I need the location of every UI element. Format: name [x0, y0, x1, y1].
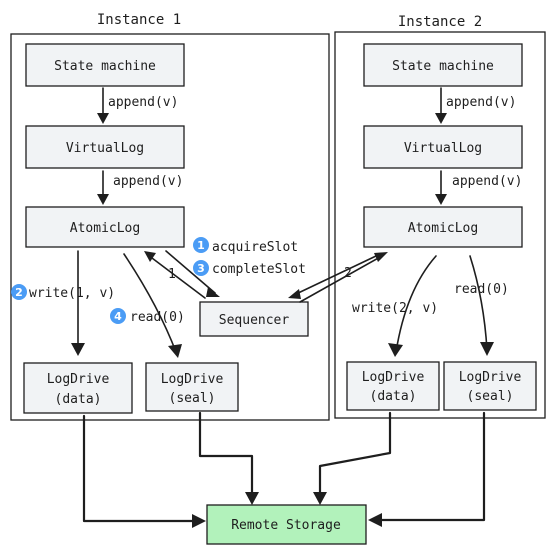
sequencer-box	[199, 301, 309, 337]
instance-2-logdrive-seal-box	[443, 361, 537, 411]
step-1-badge-number: 1	[197, 239, 205, 252]
instance-1-seal-to-storage-arrowhead	[245, 492, 259, 505]
complete-slot-arrowhead-2	[374, 252, 388, 262]
step-1-badge	[193, 237, 209, 253]
instance-2-append-label-1: append(v)	[446, 95, 516, 110]
step-3-badge	[193, 260, 209, 276]
instance-1-write-label: write(1, v)	[29, 286, 115, 301]
instance-1-logdrive-data-box	[23, 362, 133, 414]
instance-2-read-arrow	[469, 255, 488, 351]
step-3-badge-number: 3	[197, 262, 205, 275]
instance-2-append-arrowhead-2	[435, 194, 447, 205]
acquire-slot-label: acquireSlot	[212, 240, 298, 255]
instance-2-data-to-storage	[318, 411, 392, 496]
instance-1-read-arrow	[123, 253, 177, 353]
instance-1-seal-to-storage	[198, 411, 254, 496]
instance-1-read-arrowhead	[168, 344, 182, 358]
complete-slot-arrowhead-1	[144, 251, 156, 262]
instance-2-logdrive-data-box	[346, 361, 440, 411]
acquire-slot-arrowhead-1	[206, 287, 220, 297]
instance-1-logdrive-data-label-1: LogDrive	[47, 372, 110, 387]
instance-1-read-label: read(0)	[130, 310, 185, 325]
instance-1-logdrive-data-label-2: (data)	[55, 392, 102, 407]
instance-2-seal-to-storage-arrowhead	[368, 513, 382, 527]
instance-2-virtual-log-box	[363, 125, 523, 169]
acquire-slot-arrow-2	[293, 255, 377, 296]
instance-1-logdrive-seal-label-2: (seal)	[169, 391, 216, 406]
instance-2-state-machine-label: State machine	[392, 59, 494, 74]
sequencer-edge-1-label: 1	[168, 267, 176, 282]
instance-1-atomic-log-label: AtomicLog	[70, 221, 140, 236]
instance-1-state-machine-label: State machine	[54, 59, 156, 74]
instance-1-append-arrowhead-2	[97, 194, 109, 205]
instance-2-state-machine-box	[363, 43, 523, 87]
instance-2-append-arrowhead-1	[435, 113, 447, 124]
instance-2-write-arrow	[395, 255, 437, 353]
step-2-badge-number: 2	[15, 286, 23, 299]
sequencer-edge-2-label: 2	[344, 266, 352, 281]
instance-1-logdrive-seal-label-1: LogDrive	[161, 372, 224, 387]
instance-1-frame	[10, 33, 330, 421]
instance-1-data-to-storage-arrowhead	[192, 514, 206, 528]
complete-slot-arrow-2	[299, 255, 383, 303]
instance-1-append-label-1: append(v)	[108, 95, 178, 110]
instance-2-logdrive-data-label-1: LogDrive	[362, 370, 425, 385]
instance-2-read-label: read(0)	[454, 282, 509, 297]
instance-1-state-machine-box	[25, 43, 185, 87]
instance-2-data-to-storage-arrowhead	[313, 492, 327, 505]
instance-1-virtual-log-box	[25, 125, 185, 169]
step-4-badge-number: 4	[114, 310, 122, 323]
instance-2-title: Instance 2	[398, 14, 482, 30]
instance-2-logdrive-seal-label-1: LogDrive	[459, 370, 522, 385]
instance-2-frame	[334, 31, 546, 419]
instance-1-write-arrowhead	[71, 343, 85, 356]
instance-1-append-arrowhead-1	[97, 113, 109, 124]
acquire-slot-arrow-1	[165, 250, 216, 294]
remote-storage-label: Remote Storage	[231, 518, 341, 533]
instance-2-write-label: write(2, v)	[352, 301, 438, 316]
complete-slot-label: completeSlot	[212, 262, 306, 277]
instance-2-write-arrowhead	[388, 343, 403, 357]
sequencer-label: Sequencer	[219, 313, 290, 328]
instance-2-seal-to-storage	[378, 411, 486, 522]
acquire-slot-arrowhead-2	[288, 289, 301, 299]
complete-slot-arrow-1	[147, 254, 206, 299]
instance-2-logdrive-seal-label-2: (seal)	[467, 389, 514, 404]
remote-storage-box	[206, 504, 367, 545]
instance-1-title: Instance 1	[97, 12, 181, 28]
instance-1-append-label-2: append(v)	[113, 174, 183, 189]
instance-2-read-arrowhead	[480, 342, 494, 356]
step-4-badge	[110, 308, 126, 324]
step-2-badge	[11, 284, 27, 300]
instance-2-atomic-log-label: AtomicLog	[408, 221, 478, 236]
instance-2-atomic-log-box	[363, 206, 523, 248]
instance-1-logdrive-seal-box	[145, 362, 239, 412]
instance-2-virtual-log-label: VirtualLog	[404, 141, 482, 156]
instance-1-atomic-log-box	[25, 206, 185, 248]
instance-1-virtual-log-label: VirtualLog	[66, 141, 144, 156]
instance-2-append-label-2: append(v)	[452, 174, 522, 189]
instance-1-data-to-storage	[82, 414, 196, 523]
instance-2-logdrive-data-label-2: (data)	[370, 389, 417, 404]
